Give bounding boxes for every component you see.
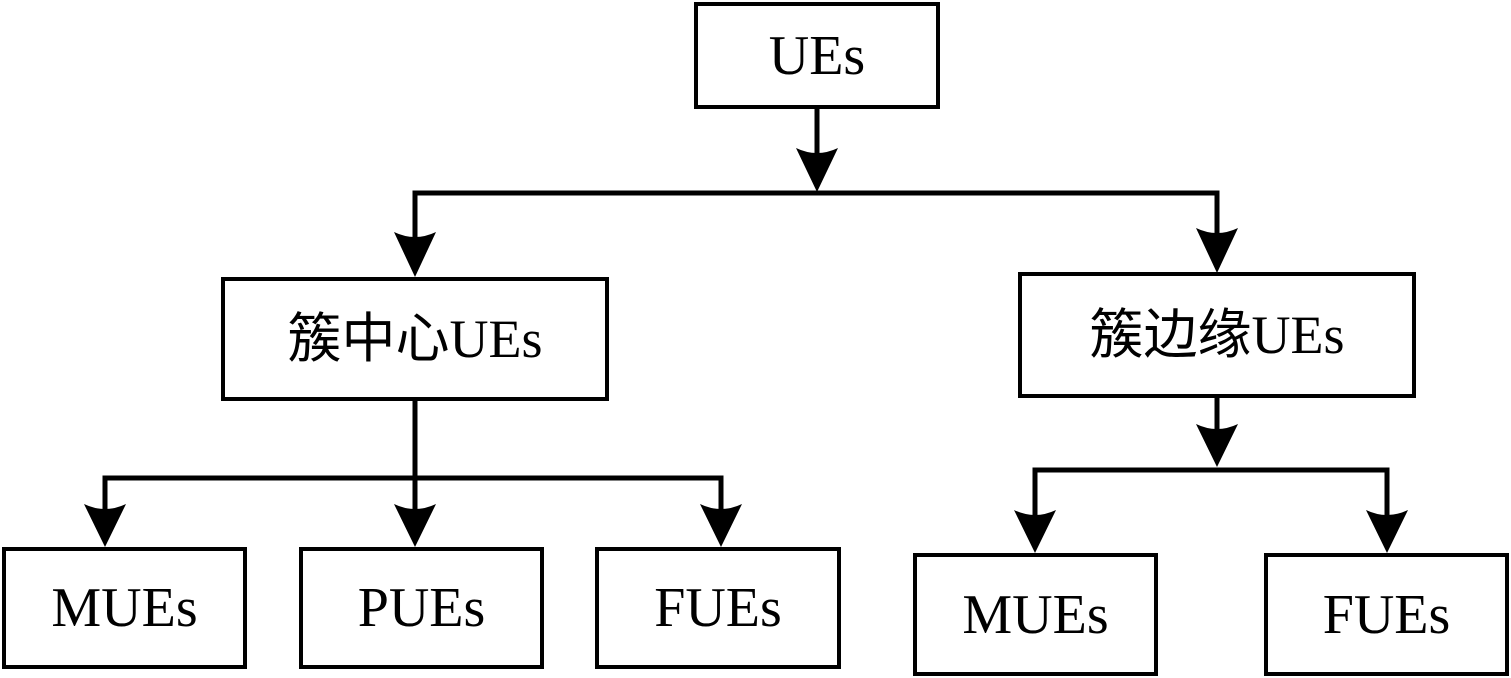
node-ues-label: UEs xyxy=(768,24,866,87)
arrowhead-icon xyxy=(1014,510,1056,553)
node-edge-mues-label: MUEs xyxy=(962,583,1109,646)
node-edge-mues: MUEs xyxy=(913,553,1158,676)
arrowhead-icon xyxy=(84,504,126,547)
node-cluster-center-ues: 簇中心UEs xyxy=(221,277,609,401)
node-cluster-center-ues-label: 簇中心UEs xyxy=(287,309,543,369)
node-center-fues: FUEs xyxy=(595,547,841,669)
connector-center-bus xyxy=(102,475,724,511)
node-ues: UEs xyxy=(694,2,940,109)
arrowhead-icon xyxy=(394,504,436,547)
connector-root-bus xyxy=(412,190,1220,239)
node-edge-fues: FUEs xyxy=(1264,553,1509,676)
arrowhead-icon xyxy=(796,148,838,192)
connector-edge-bus xyxy=(1032,467,1390,517)
node-cluster-edge-ues: 簇边缘UEs xyxy=(1018,272,1416,398)
node-center-pues: PUEs xyxy=(299,547,544,669)
arrowhead-icon xyxy=(700,504,742,547)
node-cluster-edge-ues-label: 簇边缘UEs xyxy=(1089,305,1345,365)
arrowhead-icon xyxy=(394,232,436,277)
node-center-fues-label: FUEs xyxy=(654,577,782,639)
node-edge-fues-label: FUEs xyxy=(1322,583,1451,646)
arrowhead-icon xyxy=(1366,510,1408,553)
arrowhead-icon xyxy=(1196,228,1238,273)
node-center-mues: MUEs xyxy=(2,547,247,669)
node-center-pues-label: PUEs xyxy=(357,577,486,639)
node-center-mues-label: MUEs xyxy=(51,577,198,639)
arrowhead-icon xyxy=(1196,424,1238,467)
